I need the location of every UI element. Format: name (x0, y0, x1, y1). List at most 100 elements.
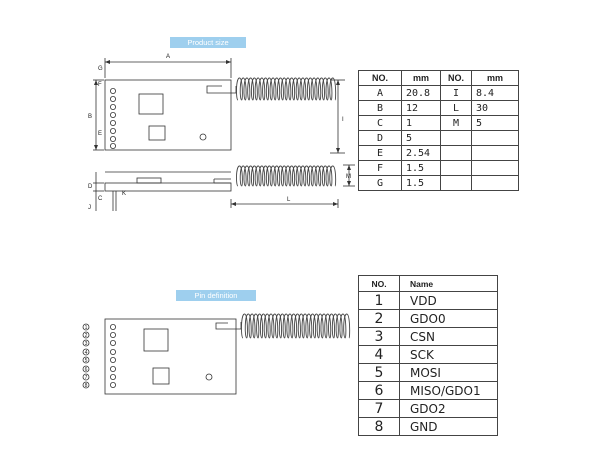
dimension-cell: 5 (471, 115, 519, 131)
dimension-cell (440, 145, 472, 161)
coil-turn (250, 77, 258, 101)
dimension-cell: M (440, 115, 472, 131)
coil-turn (299, 77, 307, 101)
top-view-chip-small (148, 125, 166, 141)
top-view-hole (199, 133, 207, 141)
pin-table-header: NO.Name (358, 275, 498, 292)
coil-turn (250, 165, 258, 187)
top-antenna-feed (206, 85, 237, 94)
coil-turn (273, 165, 281, 187)
coil-turn (335, 313, 343, 339)
coil-turn (286, 313, 294, 339)
pin-antenna-coil (241, 313, 351, 339)
coil-turn (324, 313, 332, 339)
coil-turn (265, 77, 273, 101)
pin-view-chip-large (143, 328, 169, 352)
pin-number-cell: 8 (358, 417, 400, 436)
coil-turn (329, 77, 337, 101)
coil-turn (303, 165, 311, 187)
coil-turn (267, 313, 275, 339)
coil-turn (325, 77, 333, 101)
coil-turn (290, 313, 298, 339)
dimension-cell: 1 (401, 115, 441, 131)
dimension-cell: 1.5 (401, 160, 441, 176)
pin-number-cell: 6 (358, 381, 400, 400)
coil-turn (320, 313, 328, 339)
coil-turn (244, 313, 252, 339)
coil-turn (312, 313, 320, 339)
pin-number-cell: 7 (358, 399, 400, 418)
coil-turn (284, 77, 292, 101)
pin-marker-number: 2 (85, 333, 88, 339)
dim-label-b: B (88, 114, 92, 120)
top-view-board (104, 79, 232, 151)
pin-number-cell: 1 (358, 291, 400, 310)
coil-turn (254, 77, 262, 101)
coil-turn (306, 165, 314, 187)
pin-name-cell: CSN (399, 327, 498, 346)
pin-view-chip-small (152, 367, 170, 385)
coil-turn (258, 165, 266, 187)
dim-label-k: K (122, 191, 126, 197)
pin-definition-banner: Pin definition (176, 290, 256, 301)
coil-turn (278, 313, 286, 339)
coil-turn (277, 165, 284, 187)
pin-marker-number: 6 (85, 367, 88, 373)
dimension-cell (440, 175, 472, 191)
coil-turn (239, 165, 247, 187)
dim-label-g: G (98, 66, 103, 72)
coil-turn (243, 77, 251, 101)
coil-turn (263, 313, 271, 339)
pin-number-cell: 4 (358, 345, 400, 364)
pin-header-cell: Name (399, 275, 498, 292)
coil-turn (306, 77, 314, 101)
top-view-pins (110, 88, 117, 149)
coil-turn (295, 77, 303, 101)
pin-marker-number: 8 (85, 383, 88, 389)
coil-turn (269, 77, 277, 101)
pin-name-cell: SCK (399, 345, 498, 364)
coil-turn (318, 77, 325, 101)
pin-number-cell: 2 (358, 309, 400, 328)
pin-antenna-feed (215, 322, 242, 330)
coil-turn (305, 313, 313, 339)
pin-view-hole (205, 373, 213, 381)
dim-label-m: M (346, 174, 351, 180)
dimension-header-cell: NO. (358, 70, 402, 86)
dim-label-l: L (287, 197, 291, 203)
pin-name-cell: GDO2 (399, 399, 498, 418)
dim-label-i: I (342, 117, 344, 123)
coil-turn (303, 77, 311, 101)
coil-turn (273, 77, 281, 101)
coil-turn (316, 313, 324, 339)
coil-turn (292, 77, 299, 101)
dimension-cell: A (358, 85, 402, 101)
coil-turn (310, 77, 318, 101)
coil-turn (271, 313, 279, 339)
pin-name-cell: MOSI (399, 363, 498, 382)
coil-turn (248, 313, 256, 339)
dimension-header-cell: NO. (440, 70, 472, 86)
dimension-cell: 2.54 (401, 145, 441, 161)
coil-turn (239, 77, 247, 101)
dimension-cell: 8.4 (471, 85, 519, 101)
dimension-cell: 30 (471, 100, 519, 116)
product-size-banner: Product size (170, 37, 246, 48)
coil-turn (259, 313, 267, 339)
coil-turn (321, 165, 329, 187)
coil-turn (241, 313, 248, 339)
dim-label-f: F (98, 82, 102, 88)
coil-turn (292, 165, 299, 187)
coil-turn (262, 77, 269, 101)
pin-header-cell: NO. (358, 275, 400, 292)
pin-view-board (104, 318, 237, 395)
coil-turn (247, 77, 255, 101)
